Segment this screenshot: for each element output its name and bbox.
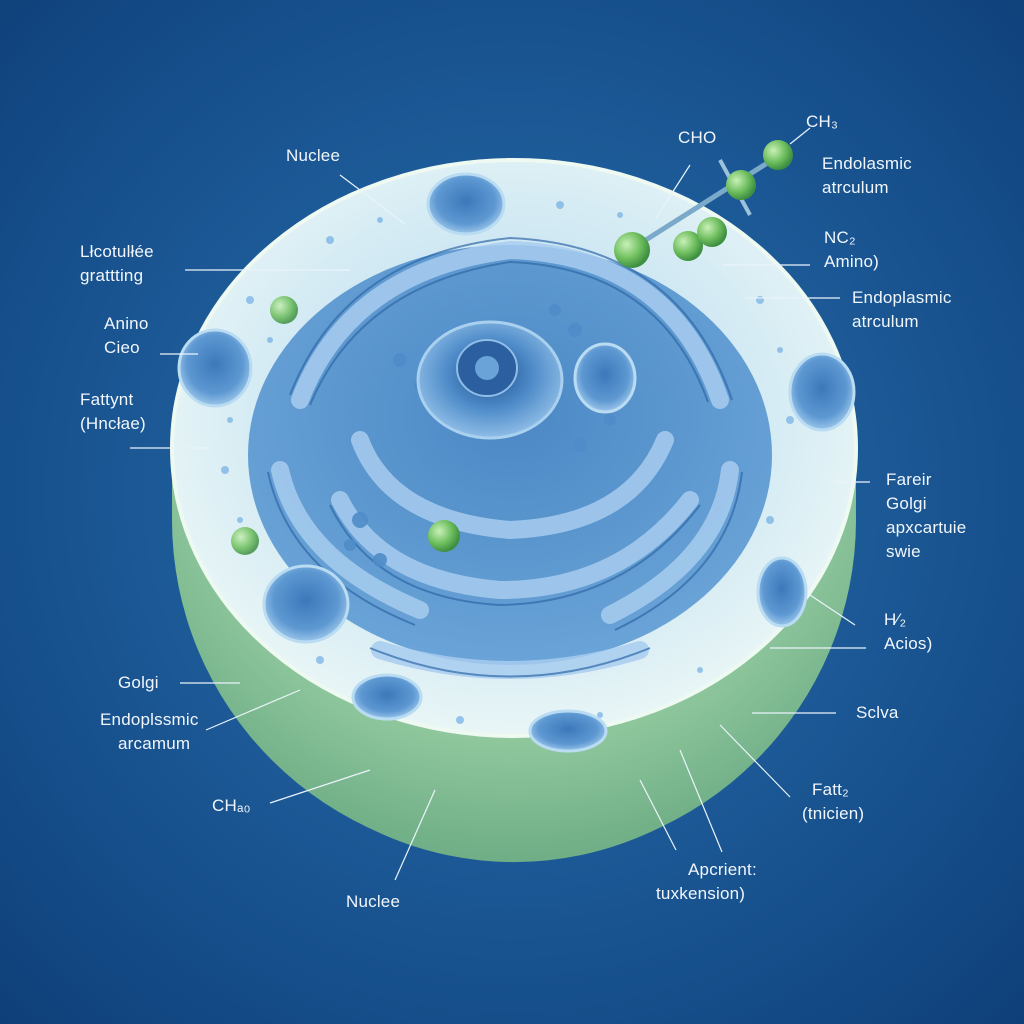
label-right-fatt: Fatt₂ (tnicien)	[802, 778, 864, 826]
leader-lines	[130, 127, 870, 881]
label-bottom-right-line2: tuxkension)	[656, 884, 746, 903]
molecule	[231, 527, 259, 555]
label-right-er1-line1: Endolasmic	[822, 154, 912, 173]
label-left-3-line1: Fattynt	[80, 390, 134, 409]
label-left-2-line2: Cieo	[104, 338, 140, 357]
label-right-acid-line1: H⁄₂	[884, 610, 907, 629]
label-bottom-right-line1: Apcrient:	[688, 860, 757, 879]
label-right-er1-line2: atrculum	[822, 178, 889, 197]
label-right-golgi-line3: apxcartuie	[886, 518, 967, 537]
label-left-ch: CHₐ₀	[212, 796, 251, 815]
label-left-2: Anino Cieo	[104, 312, 148, 360]
label-top-cho: CHO	[678, 128, 717, 147]
label-left-er-line1: Endoplssmic	[100, 710, 199, 729]
label-left-1: Lłcotulłée grattting	[80, 240, 154, 288]
label-right-er2-line1: Endoplasmic	[852, 288, 952, 307]
mitochondrion	[351, 673, 423, 721]
label-right-nc: NC₂ Amino)	[824, 226, 879, 274]
mitochondrion	[756, 556, 808, 628]
label-right-fatt-line1: Fatt₂	[812, 780, 849, 799]
vesicle	[262, 564, 350, 644]
label-top-ch3: CH₃	[806, 112, 839, 131]
label-right-golgi-line2: Golgi	[886, 494, 927, 513]
label-left-2-line1: Anino	[104, 314, 149, 333]
label-nucleus-bottom: Nuclee	[346, 892, 401, 911]
label-right-acid: H⁄₂ Acios)	[884, 608, 932, 656]
label-left-3-line2: (Hncłae)	[80, 414, 146, 433]
label-left-er-line2: arcamum	[118, 734, 191, 753]
label-right-er2-line2: atrculum	[852, 312, 919, 331]
er-folds-outline	[267, 236, 743, 678]
label-right-golgi: Fareir Golgi apxcartuie swie	[886, 468, 966, 564]
ribosomes	[344, 304, 616, 567]
mitochondrion	[528, 709, 608, 753]
label-right-golgi-line1: Fareir	[886, 470, 932, 489]
label-left-er: Endoplssmic arcamum	[100, 708, 199, 756]
label-right-nc-line1: NC₂	[824, 228, 856, 247]
molecule	[270, 296, 298, 324]
label-right-fatt-line2: (tnicien)	[802, 804, 865, 823]
label-bottom-right: Apcrient: tuxkension)	[656, 858, 757, 906]
vesicle	[177, 328, 253, 408]
label-nucleus-top: Nuclee	[286, 146, 341, 165]
label-left-3: Fattynt (Hncłae)	[80, 388, 146, 436]
label-right-acid-line2: Acios)	[884, 634, 933, 653]
vesicle	[426, 172, 506, 236]
label-right-nc-line2: Amino)	[824, 252, 880, 271]
label-right-er1: Endolasmic atrculum	[822, 152, 912, 200]
molecule	[428, 520, 460, 552]
label-right-golgi-line4: swie	[886, 542, 921, 561]
er-folds	[271, 240, 739, 679]
vesicle	[573, 342, 637, 414]
label-left-golgi: Golgi	[118, 673, 159, 692]
label-left-1-line1: Lłcotulłée	[80, 242, 154, 261]
molecule-chain	[614, 140, 793, 268]
vesicle	[788, 352, 856, 432]
label-left-1-line2: grattting	[80, 266, 144, 285]
label-right-sclva: Sclva	[856, 703, 899, 722]
label-right-er2: Endoplasmic atrculum	[852, 286, 952, 334]
